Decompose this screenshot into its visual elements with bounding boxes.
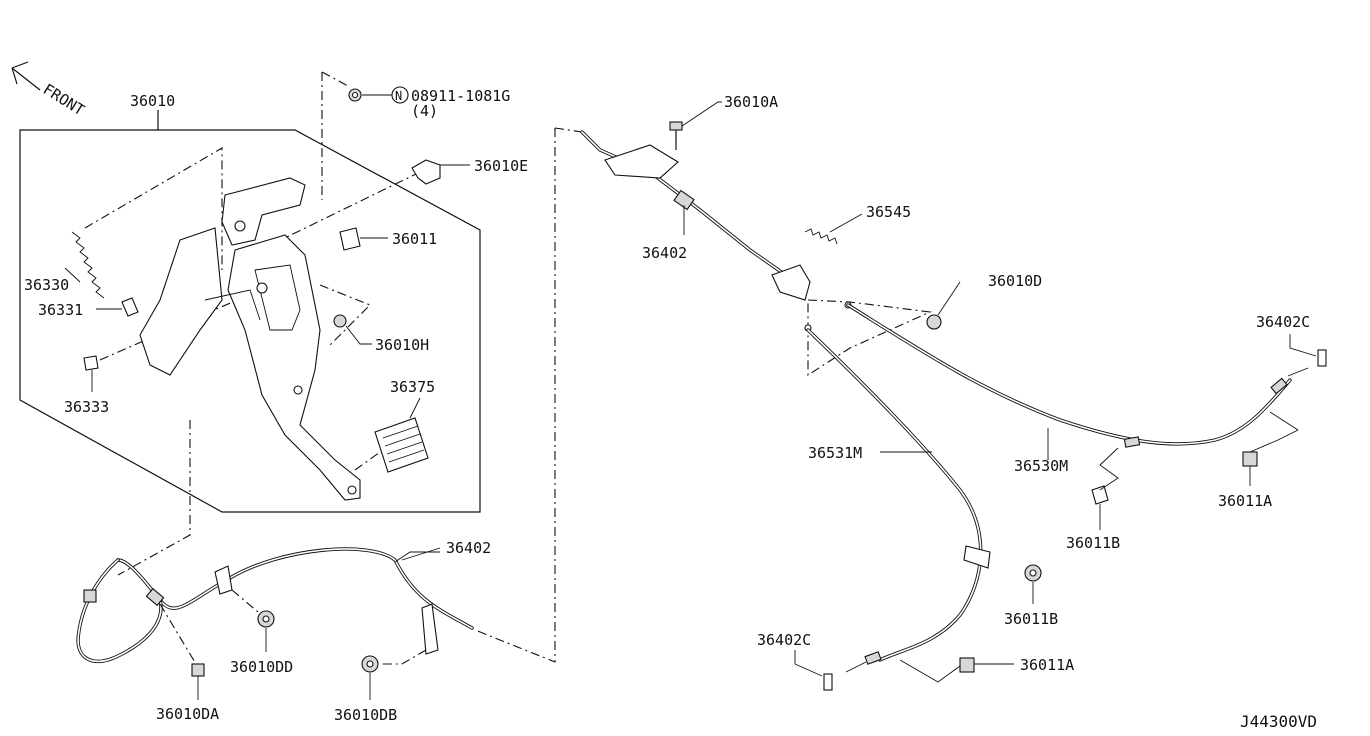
nut-36010DD (257, 610, 275, 652)
bushing-36331 (96, 297, 139, 317)
pin-36402C-low (794, 650, 833, 691)
label-36545: 36545 (866, 203, 911, 221)
part-labels: 36010 36010A 36010E 36011 36330 36331 36… (24, 92, 1317, 731)
nut-36011B-low (1024, 564, 1042, 604)
bottom-cable-36402 (76, 547, 474, 665)
label-36330: 36330 (24, 276, 69, 294)
nut-36010D (926, 281, 961, 330)
rear-cable-36530M (846, 303, 1309, 460)
pin-36402C-right (1289, 334, 1327, 367)
label-36010: 36010 (130, 92, 175, 110)
label-36402C-right: 36402C (1256, 313, 1310, 331)
label-qty: (4) (411, 102, 438, 120)
bracket-36011B-mid (1091, 447, 1119, 530)
front-cable-36402 (580, 130, 792, 280)
leader-36402-bottom (394, 551, 440, 563)
dash-line-down (117, 420, 191, 576)
dash-line-cable-top (554, 127, 583, 133)
clip-36010DA (191, 663, 205, 700)
label-36402C-low: 36402C (757, 631, 811, 649)
note-symbol-icon (391, 86, 409, 104)
svg-text:N: N (395, 89, 402, 103)
label-36331: 36331 (38, 301, 83, 319)
label-36010E: 36010E (474, 157, 528, 175)
bolt-36010A (669, 101, 722, 150)
front-arrow-icon: FRONT (11, 61, 88, 119)
equalizer-bracket (771, 264, 933, 377)
label-36333: 36333 (64, 398, 109, 416)
label-08911-1081G: 08911-1081G (411, 87, 510, 105)
bushing-36333 (83, 355, 99, 392)
switch-36011 (339, 227, 388, 251)
label-36530M: 36530M (1014, 457, 1068, 475)
label-36011A-low: 36011A (1020, 656, 1074, 674)
label-36402-bottom: 36402 (446, 539, 491, 557)
front-label: FRONT (40, 80, 88, 119)
label-36011A-right: 36011A (1218, 492, 1272, 510)
diagram-code: J44300VD (1240, 712, 1317, 731)
bolt-36011A-low (899, 657, 1014, 683)
pedal-pad-36375 (374, 397, 429, 473)
label-36375: 36375 (390, 378, 435, 396)
label-36531M: 36531M (808, 444, 862, 462)
label-36011B-low: 36011B (1004, 610, 1058, 628)
dash-line-spring (84, 147, 223, 270)
spring-36330 (64, 231, 105, 299)
dash-line-pad (354, 444, 391, 471)
label-36011: 36011 (392, 230, 437, 248)
dash-line-mount (321, 71, 349, 200)
clip-36010E (411, 159, 470, 185)
label-36010H: 36010H (375, 336, 429, 354)
label-36010DD: 36010DD (230, 658, 293, 676)
label-36402-top: 36402 (642, 244, 687, 262)
dash-line-h (319, 284, 371, 346)
nut-36010H (333, 314, 372, 345)
dash-line-cable (474, 128, 556, 663)
spring-36545 (804, 213, 863, 245)
nut-08911: N 08911-1081G (4) (348, 86, 510, 120)
pedal-assembly-box (19, 110, 481, 513)
nut-36010DB (361, 655, 379, 700)
label-36010A: 36010A (724, 93, 778, 111)
label-36010DA: 36010DA (156, 705, 219, 723)
bolt-36011A-right (1242, 411, 1299, 486)
rear-cable-36531M (806, 328, 991, 673)
label-36010D: 36010D (988, 272, 1042, 290)
label-36011B-mid: 36011B (1066, 534, 1120, 552)
label-36010DB: 36010DB (334, 706, 397, 724)
pedal-bracket (139, 177, 361, 501)
